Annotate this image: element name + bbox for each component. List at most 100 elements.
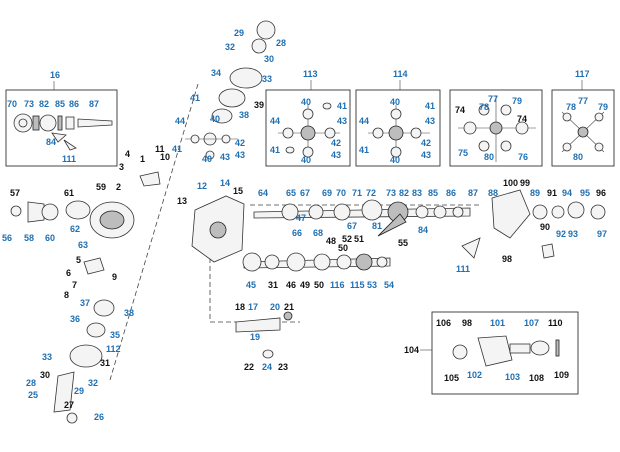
box113-washer-b: [285, 146, 295, 154]
callout-73: 26: [94, 412, 104, 422]
box114-pinion-top: [390, 108, 402, 120]
callout-27: 65: [286, 188, 296, 198]
box117-gear-c: [562, 142, 572, 152]
box16-label-2: 82: [39, 99, 49, 109]
callout-24: 13: [177, 196, 187, 206]
box114-label-3: 42: [421, 138, 431, 148]
callout-68: 30: [40, 370, 50, 380]
front-pinion-assembly: [53, 299, 115, 424]
callout-100: 18: [235, 302, 245, 312]
callout-30: 70: [336, 188, 346, 198]
callout-46: 96: [596, 188, 606, 198]
box117-label-2: 79: [598, 102, 608, 112]
shift-rail-parts: [235, 311, 293, 359]
shift-fork-parts: [83, 171, 481, 275]
box74-gear-left: [463, 121, 477, 135]
box16-sleeve: [65, 116, 75, 130]
box114-frame: [355, 89, 441, 167]
callout-32: 72: [366, 188, 376, 198]
callout-64: 112: [106, 344, 121, 354]
box104-actuator: [509, 343, 531, 354]
box104-label-1: 98: [462, 318, 472, 328]
box16-label-0: 70: [7, 99, 17, 109]
box74-label-1: 78: [479, 102, 489, 112]
callout-6: 39: [254, 100, 264, 110]
callout-85: 97: [597, 229, 607, 239]
box74-label-3: 79: [512, 96, 522, 106]
callout-3: 30: [264, 54, 274, 64]
callout-84: 90: [540, 222, 550, 232]
callout-7: 38: [239, 110, 249, 120]
box104-bolt: [555, 339, 560, 357]
callout-95: 50: [314, 280, 324, 290]
box114-spider-hub: [388, 125, 404, 141]
callout-40: 100: [503, 178, 518, 188]
box74-gear-bottom-left: [478, 140, 490, 152]
box113-label-2: 44: [270, 116, 280, 126]
box74-label-4: 74: [517, 114, 527, 124]
callout-9: 44: [175, 116, 185, 126]
callout-74: 66: [292, 228, 302, 238]
callout-15: 43: [220, 152, 230, 162]
rear-output-parts: [532, 201, 606, 259]
callout-48: 61: [64, 188, 74, 198]
callout-55: 5: [76, 255, 81, 265]
box113-number: 113: [303, 69, 318, 79]
callout-75: 68: [313, 228, 323, 238]
box104-label-6: 102: [467, 370, 482, 380]
box114-pinion-right: [410, 127, 422, 139]
callout-22: 12: [197, 181, 207, 191]
box16-synchro: [39, 114, 57, 132]
callout-11: 42: [235, 138, 245, 148]
callout-99: 54: [384, 280, 394, 290]
callout-28: 67: [300, 188, 310, 198]
inset-box-74: 74 78 77 79 74 75 80 76: [449, 89, 543, 167]
box104-housing: [477, 335, 513, 367]
box114-number: 114: [393, 69, 408, 79]
box16-lever: [63, 139, 77, 151]
box113-label-4: 43: [331, 150, 341, 160]
box113-frame: [265, 89, 351, 167]
box74-label-5: 75: [458, 148, 468, 158]
callout-16: 4: [125, 149, 130, 159]
callout-13: 41: [172, 144, 182, 154]
box74-label-0: 74: [455, 105, 465, 115]
callout-66: 31: [100, 358, 110, 368]
callout-88: 98: [502, 254, 512, 264]
callout-8: 41: [190, 93, 200, 103]
callout-42: 89: [530, 188, 540, 198]
box117-gear-d: [594, 142, 604, 152]
callout-10: 40: [210, 114, 220, 124]
callout-44: 94: [562, 188, 572, 198]
callout-18: 2: [116, 182, 121, 192]
callout-25: 15: [233, 186, 243, 196]
inset-box-16: 16 70 73 82 85 86 87 84 111: [5, 70, 118, 167]
box114-label-7: 43: [425, 116, 435, 126]
box117-label-0: 78: [566, 102, 576, 112]
callout-76: 47: [296, 213, 306, 223]
callout-104: 19: [250, 332, 260, 342]
box16-label-6: 84: [46, 137, 56, 147]
callout-78: 52: [342, 234, 352, 244]
front-output-parts: [10, 200, 135, 239]
callout-69: 29: [74, 386, 84, 396]
upper-gear-stack: [185, 20, 276, 160]
box16-number: 16: [50, 70, 60, 80]
box114-pinion-left: [372, 127, 384, 139]
countershaft-gears: [242, 252, 388, 272]
callout-86: 93: [568, 229, 578, 239]
box113-pinion-right: [324, 127, 336, 139]
box74-hub: [489, 121, 503, 135]
box117-label-1: 77: [578, 96, 588, 106]
callout-67: 28: [26, 378, 36, 388]
callout-91: 45: [246, 280, 256, 290]
callout-54: 63: [78, 240, 88, 250]
callout-92: 31: [268, 280, 278, 290]
callout-38: 87: [468, 188, 478, 198]
box104-seal: [452, 344, 468, 360]
box74-gear-right: [515, 121, 529, 135]
box104-frame: [431, 311, 579, 395]
callout-107: 23: [278, 362, 288, 372]
box74-label-2: 77: [488, 94, 498, 104]
